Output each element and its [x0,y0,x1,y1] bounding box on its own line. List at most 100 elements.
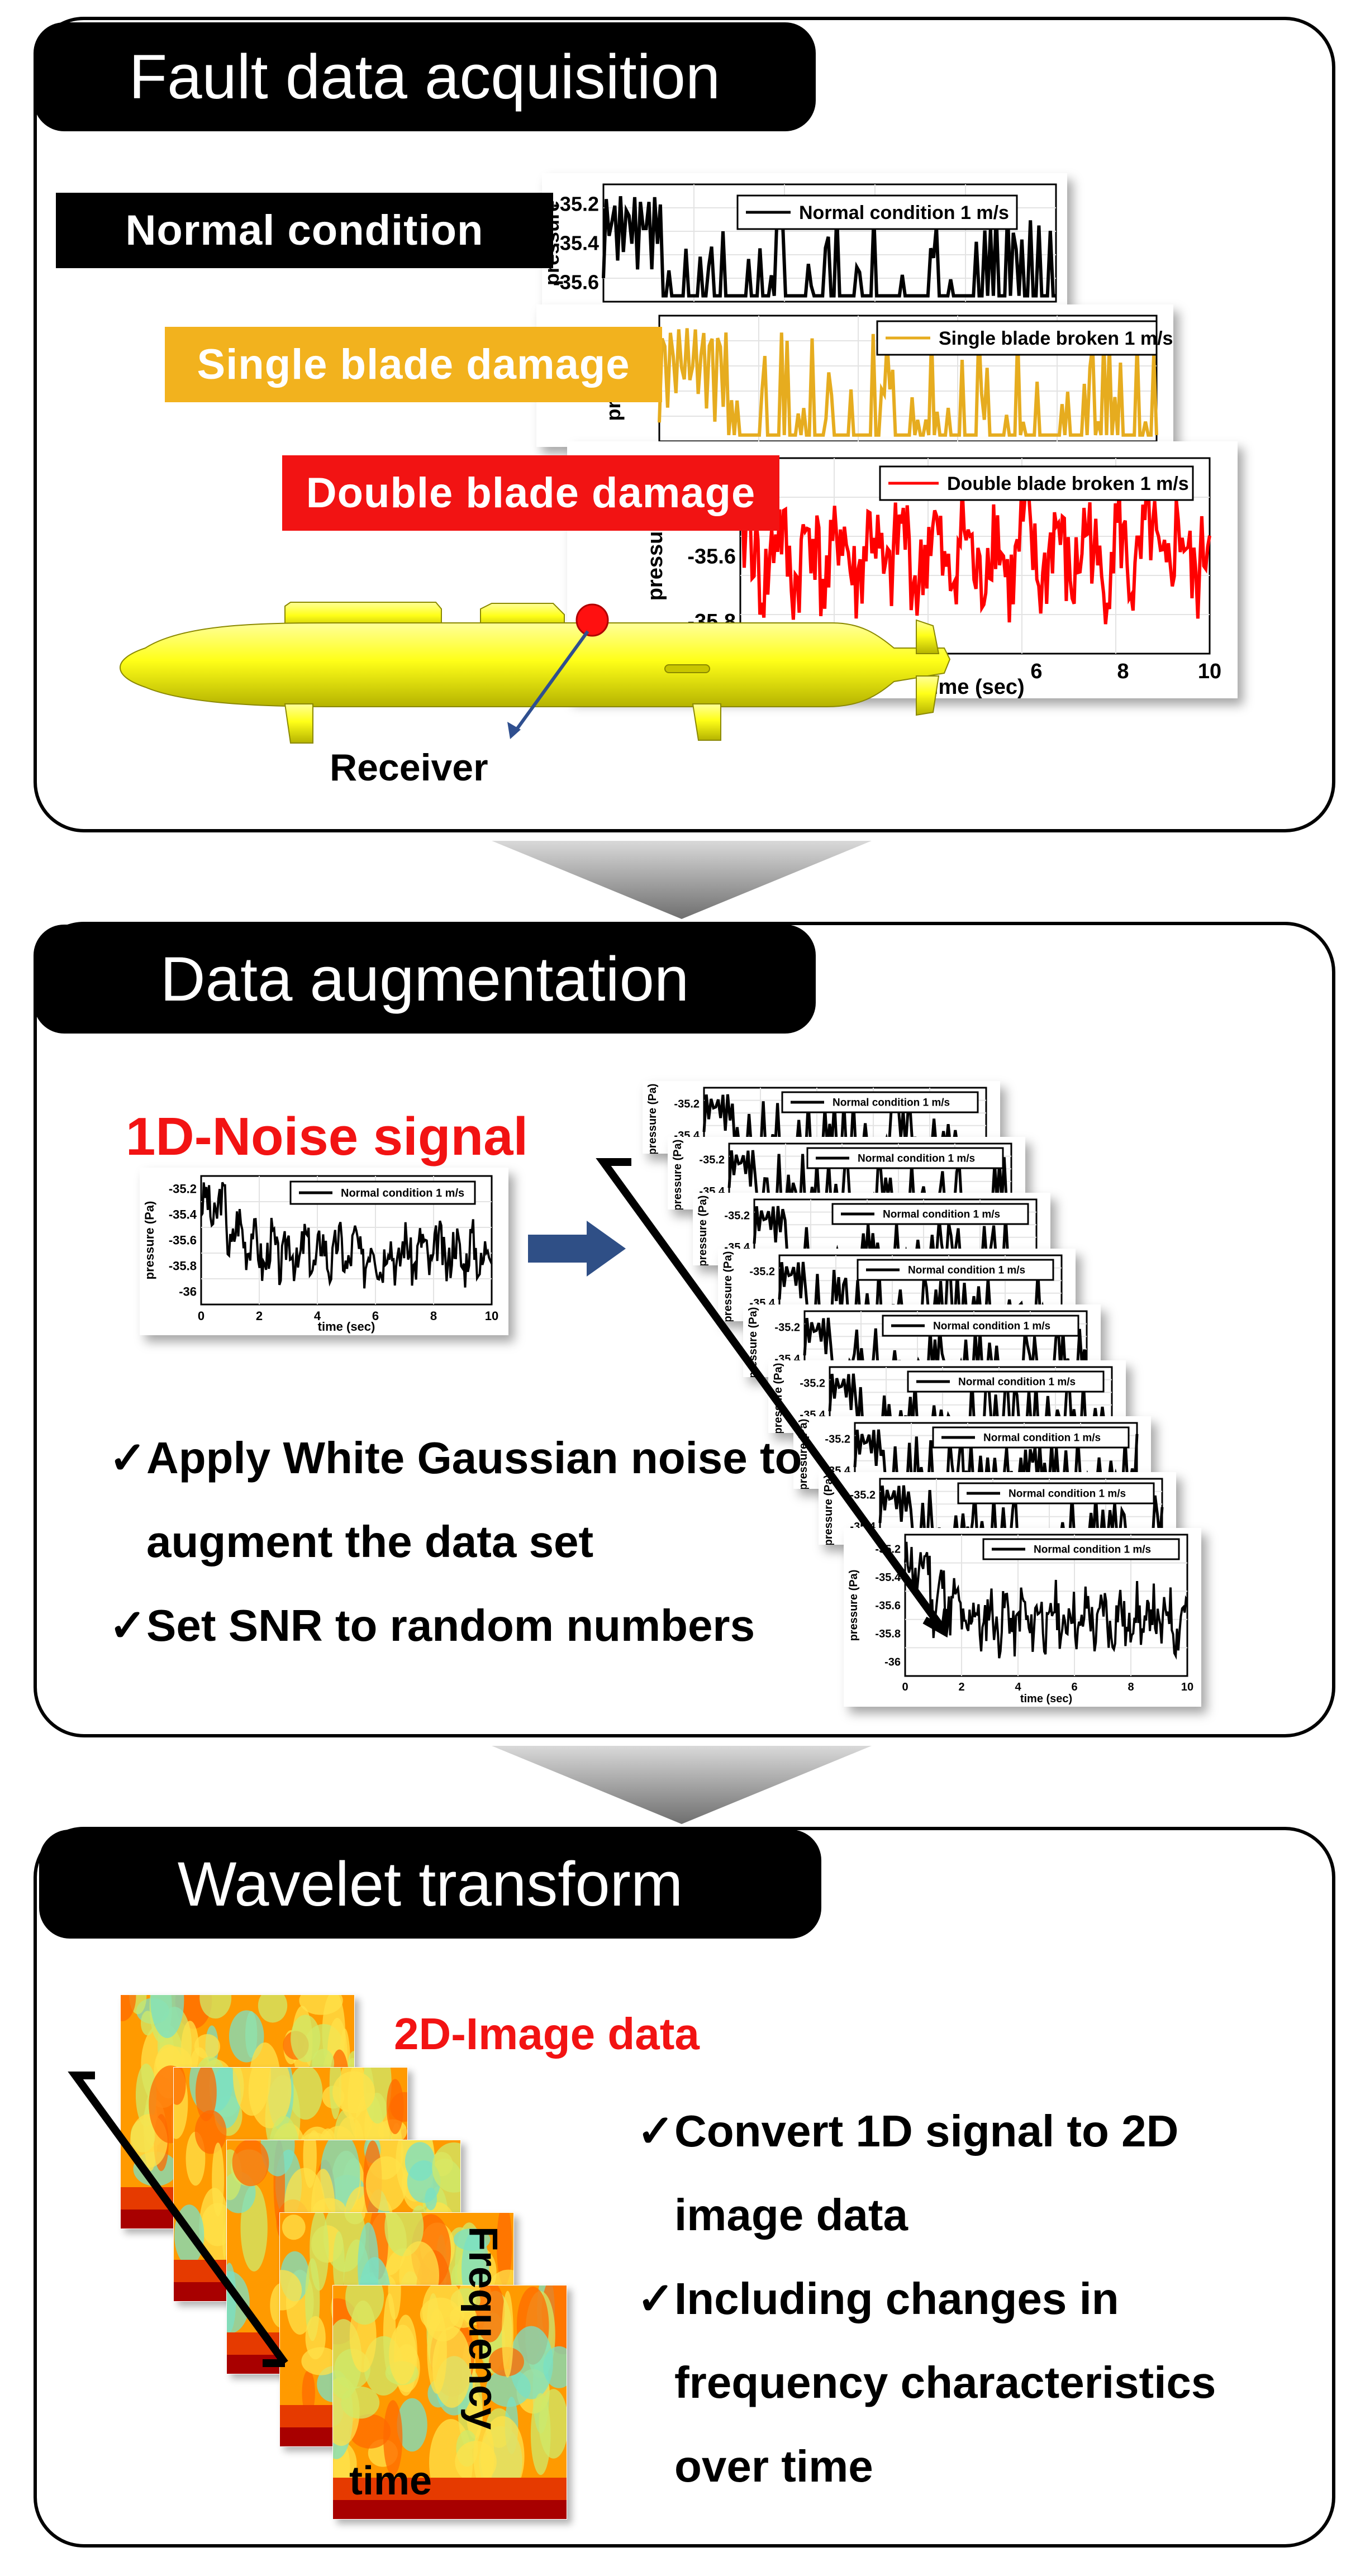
scalogram-blob [332,2071,375,2113]
y-tick-label: -35.2 [553,193,599,216]
bullet-text: Set SNR to random numbers [146,1601,755,1650]
x-tick-label: 0 [902,1681,908,1693]
scalogram-blob [425,2187,437,2211]
legend-box [882,1315,1079,1337]
y-tick-label: -35.4 [169,1208,197,1222]
scalogram-blob [291,2015,321,2063]
scalogram-blob [229,2010,264,2063]
noise-svg: Normal condition 1 m/s-35.2-35.4-35.6-35… [142,1175,498,1334]
scalogram-blob [194,2034,221,2059]
double-blade-tag: Double blade damage [282,455,779,531]
legend-box [289,1180,476,1205]
x-tick-label: 2 [958,1681,964,1693]
wavelet-stack-bracket [68,2072,288,2367]
scalogram-svg [316,2258,584,2520]
scalogram-blob [305,2316,326,2360]
scalogram-blob [282,2215,306,2240]
noise-signal-label: 1D-Noise signal [126,1107,529,1166]
bullet-text: Apply White Gaussian noise to augment th… [146,1433,802,1566]
legend-label: Normal condition 1 m/s [341,1187,464,1199]
x-tick-label: 8 [1117,660,1129,683]
stage-header-augmentation: Data augmentation [34,925,816,1034]
scalogram-blob [496,2203,512,2286]
y-axis-label: pressure (Pa) [697,1196,709,1265]
time-axis-label: time [349,2459,432,2503]
x-tick-label: 10 [485,1309,498,1323]
series-line [904,1541,1188,1660]
single-blade-tag: Single blade damage [165,327,662,402]
bullet-text: Convert 1D signal to 2D image data [674,2106,1179,2240]
stack-bracket [596,1158,951,1638]
scalogram-image [316,2258,584,2520]
scalogram-blob [258,1988,288,2023]
bullet-text: Including changes in frequency character… [674,2274,1216,2491]
down-arrow-1 [492,841,872,919]
x-axis-label: time (sec) [1020,1693,1072,1705]
x-tick-label: 2 [256,1309,263,1323]
y-tick-label: -36 [179,1285,197,1299]
scalogram-blob [195,2063,217,2121]
receiver-marker [575,603,609,637]
x-tick-label: 8 [1128,1681,1134,1693]
augmented-plot: Normal condition 1 m/s-35.2-35.4-35.6-35… [844,1528,1201,1707]
y-axis-label: pressure (Pa) [646,1084,659,1154]
legend-label: Normal condition 1 m/s [983,1432,1101,1444]
scalogram-blob [232,2139,269,2187]
scalogram-blob [453,2228,491,2251]
down-arrow-2 [492,1746,872,1824]
legend-label: Normal condition 1 m/s [833,1097,950,1109]
legend-label: Normal condition 1 m/s [883,1209,1000,1221]
y-axis-label: pressure (Pa) [722,1251,734,1321]
image-data-label: 2D-Image data [394,2009,700,2059]
legend-label: Double blade broken 1 m/s [947,473,1189,494]
y-tick-label: -35.6 [169,1234,197,1247]
y-tick-label: -35.8 [169,1259,197,1273]
augmentation-bullet-1: ✓Apply White Gaussian noise to augment t… [109,1416,835,1584]
series-line [602,196,1056,298]
scalogram-blob [397,2398,427,2452]
y-tick-label: -35.2 [724,1210,750,1222]
series-line [658,328,1158,437]
y-axis-label: pressure (Pa) [822,1475,835,1545]
y-tick-label: -35.2 [800,1377,825,1389]
y-tick-label: -35.2 [774,1321,800,1334]
wavelet-bullet-2: ✓Including changes in frequency characte… [637,2257,1279,2508]
x-tick-label: 6 [1071,1681,1077,1693]
series-line [739,481,1211,625]
receiver-label: Receiver [330,746,488,789]
scalogram-blob [386,2079,404,2135]
x-axis-label: time (sec) [318,1320,375,1334]
scalogram-blob [349,2414,391,2449]
x-tick-label: 10 [1198,660,1221,683]
y-tick-label: -35.2 [749,1265,775,1278]
y-tick-label: -35.6 [687,545,736,568]
stage-title: Wavelet transform [177,1849,683,1919]
scalogram-blob [389,2325,417,2385]
scalogram-blob [310,2209,329,2291]
right-arrow-icon [528,1221,626,1277]
y-tick-label: -35.2 [699,1154,725,1166]
scalogram-blob [248,2051,292,2129]
stage-title: Data augmentation [160,944,689,1014]
scalogram-blob [449,2305,477,2329]
x-tick-label: 4 [1015,1681,1021,1693]
y-tick-label: -35.6 [875,1600,901,1612]
x-axis-label: time (sec) [925,675,1024,698]
legend-label: Normal condition 1 m/s [1034,1544,1151,1556]
scalogram-blob [475,2280,505,2342]
normal-condition-tag: Normal condition [56,193,553,268]
legend-label: Normal condition 1 m/s [958,1377,1076,1388]
y-axis-label: pressure (Pa) [848,1570,860,1641]
scalogram-blob [365,2156,407,2212]
frequency-axis-label: Frequency [460,2226,505,2430]
scalogram-blob [539,2389,569,2459]
y-tick-label: -35.2 [850,1489,876,1501]
scalogram-blob [473,2423,494,2489]
series-line [200,1182,493,1289]
noise-signal-plot: Normal condition 1 m/s-35.2-35.4-35.6-35… [140,1168,508,1335]
y-axis-label: pressure (Pa) [672,1140,684,1210]
normal-condition-plot: Normal condition 1 m/s-35.2-35.4-35.6pre… [542,173,1067,307]
scalogram-blob [466,2392,483,2439]
legend-label: Single blade broken 1 m/s [939,328,1173,349]
